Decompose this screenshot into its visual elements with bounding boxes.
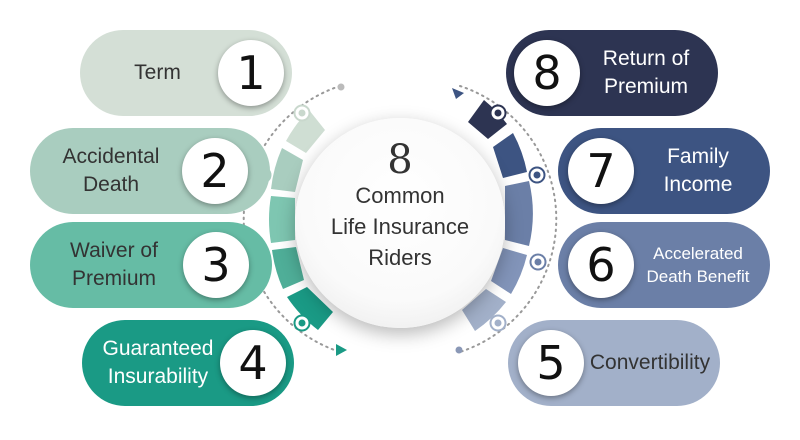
ring-segment-3b bbox=[272, 247, 304, 289]
rider-card-4: Guaranteed Insurability 4 bbox=[82, 320, 294, 406]
rider-number-7: 7 bbox=[568, 138, 634, 204]
rider-card-7: 7 Family Income bbox=[558, 128, 770, 214]
ring-segment-5 bbox=[462, 289, 506, 331]
rider-card-2: Accidental Death 2 bbox=[30, 128, 270, 214]
rider-label-7: Family Income bbox=[663, 145, 733, 196]
rider-number-5: 5 bbox=[518, 330, 584, 396]
ring-segment-2 bbox=[271, 148, 303, 192]
rider-card-3: Waiver of Premium 3 bbox=[30, 222, 272, 308]
marker-dot-7 bbox=[528, 166, 546, 184]
center-title: Common Life Insurance Riders bbox=[330, 183, 470, 270]
rider-number-8: 8 bbox=[514, 40, 580, 106]
rider-label-3: Waiver of Premium bbox=[70, 239, 158, 290]
center-number: 8 bbox=[387, 137, 413, 183]
right-arrow-head bbox=[452, 88, 464, 99]
rider-number-6: 6 bbox=[568, 232, 634, 298]
ring-segment-1 bbox=[286, 110, 325, 153]
ring-segment-7 bbox=[493, 133, 527, 178]
rider-card-1: Term 1 bbox=[80, 30, 292, 116]
rider-number-3: 3 bbox=[183, 232, 249, 298]
rider-card-8: 8 Return of Premium bbox=[506, 30, 718, 116]
marker-dot-4 bbox=[293, 314, 311, 332]
right-dotted-arc bbox=[459, 85, 558, 353]
ring-segment-4 bbox=[287, 287, 333, 330]
ring-segment-6 bbox=[505, 181, 533, 246]
rider-label-8: Return of Premium bbox=[602, 47, 690, 98]
rider-label-2: Accidental Death bbox=[62, 145, 160, 196]
ring-segment-8 bbox=[468, 100, 507, 139]
center-disc bbox=[295, 118, 505, 328]
left-dotted-arc bbox=[242, 85, 341, 353]
rider-label-5: Convertibility bbox=[589, 351, 711, 374]
left-arrow-head bbox=[336, 344, 347, 356]
rider-label-4: Guaranteed Insurability bbox=[102, 337, 214, 388]
ring-segment-6b bbox=[491, 248, 527, 294]
ring-segment-3 bbox=[268, 196, 295, 243]
rider-number-2: 2 bbox=[182, 138, 248, 204]
rider-number-1: 1 bbox=[218, 40, 284, 106]
marker-dot-5 bbox=[489, 314, 507, 332]
rider-number-4: 4 bbox=[220, 330, 286, 396]
rider-label-1: Term bbox=[134, 61, 181, 84]
rider-card-5: 5 Convertibility bbox=[508, 320, 720, 406]
left-arc-start-dot bbox=[337, 83, 345, 91]
marker-dot-6 bbox=[529, 253, 547, 271]
rider-label-6: Accelerated Death Benefit bbox=[646, 244, 750, 286]
right-arc-end-dot bbox=[455, 346, 463, 354]
marker-dot-8 bbox=[489, 104, 507, 122]
marker-dot-1 bbox=[293, 104, 311, 122]
rider-card-6: 6 Accelerated Death Benefit bbox=[558, 222, 770, 308]
